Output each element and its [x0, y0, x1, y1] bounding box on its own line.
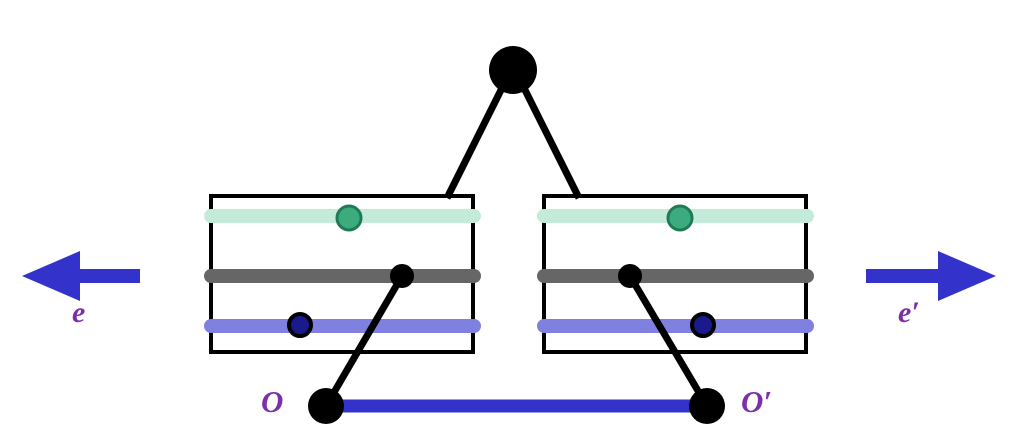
source-edge-left: [443, 86, 506, 200]
label-observer-left: O: [261, 384, 284, 419]
arrow-right-shaft: [866, 269, 940, 283]
worldline-left: [322, 274, 406, 408]
arrow-left-head: [22, 251, 80, 301]
detector-node-left: [390, 264, 414, 288]
observer-node-right: [689, 388, 725, 424]
observer-node-left: [308, 388, 344, 424]
marker-navy-right: [690, 312, 716, 338]
bars-right: [537, 209, 814, 333]
label-event-right: e′: [898, 296, 920, 329]
source-edge-right: [520, 86, 583, 200]
marker-navy-left: [287, 312, 313, 338]
label-event-left: e: [72, 296, 86, 329]
source-node: [489, 46, 537, 94]
label-observer-right: O′: [741, 384, 773, 419]
source-edges: [443, 86, 583, 200]
marker-green-left: [335, 204, 363, 232]
arrow-left: [22, 251, 140, 301]
worldline-right: [626, 274, 711, 408]
arrow-right: [866, 251, 996, 301]
marker-green-right: [666, 204, 694, 232]
arrow-left-shaft: [70, 269, 140, 283]
arrow-right-head: [938, 251, 996, 301]
bars-left: [204, 209, 481, 333]
detector-node-right: [618, 264, 642, 288]
